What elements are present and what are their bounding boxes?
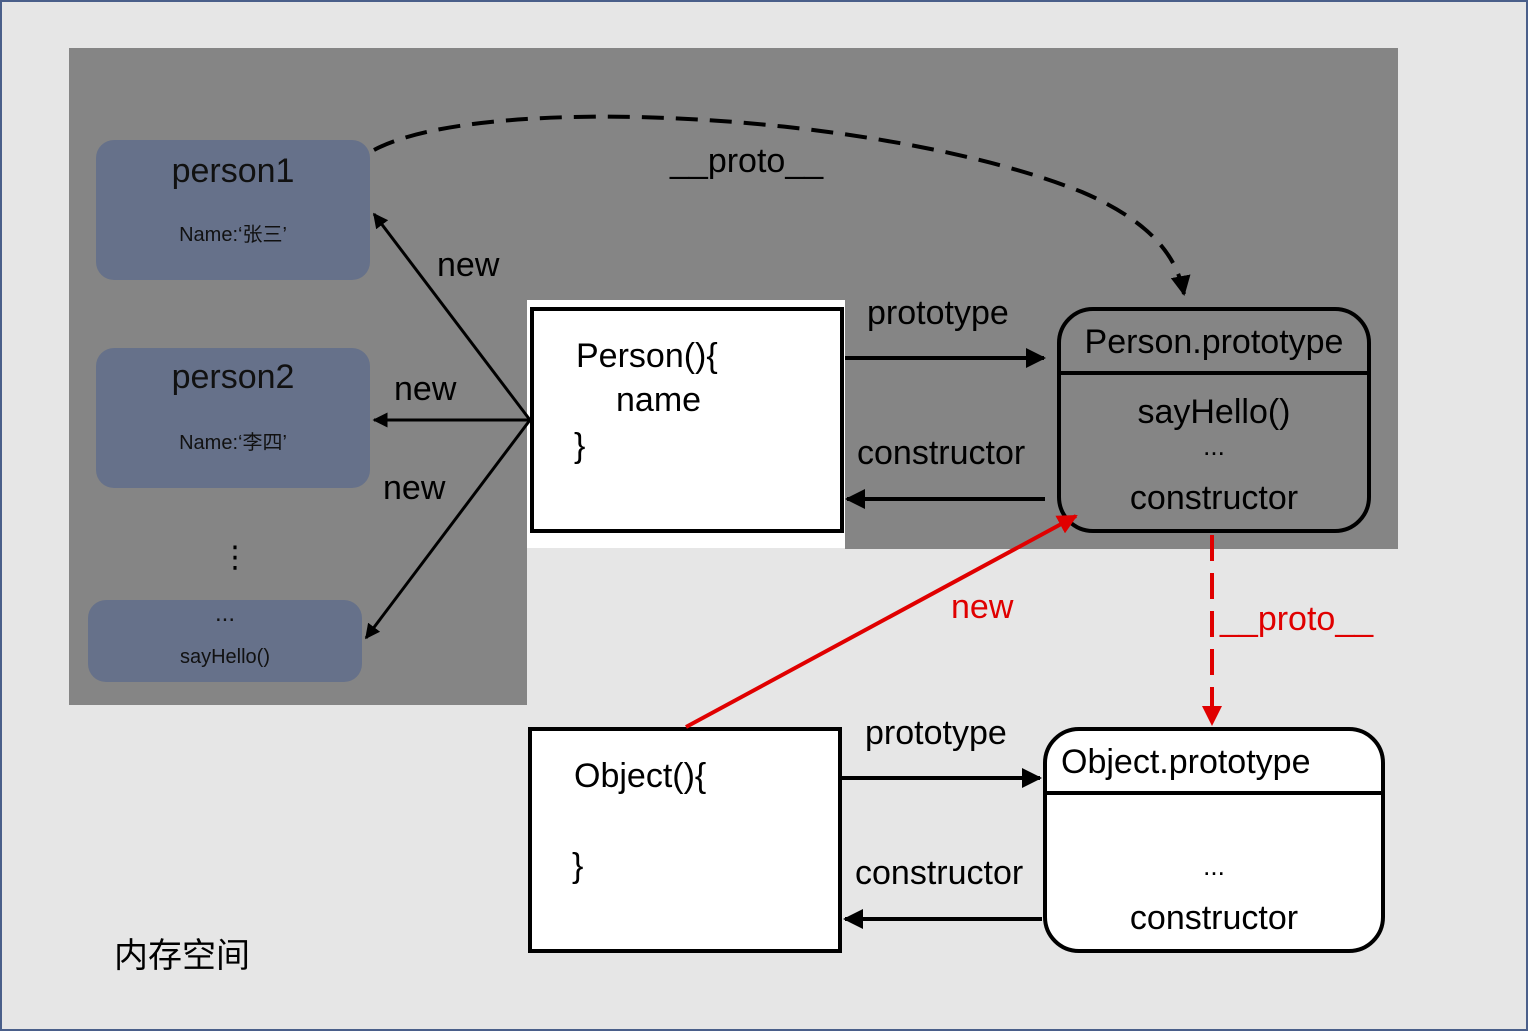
object-prototype-box: Object.prototype ... constructor xyxy=(1043,727,1385,953)
object-constructor-line1: Object(){ xyxy=(574,757,707,795)
object-constructor-line2: } xyxy=(572,847,584,885)
memory-space-label: 内存空间 xyxy=(114,937,250,975)
object-prototype-constructor: constructor xyxy=(1129,899,1299,937)
vertical-ellipsis: ⋮ xyxy=(220,541,250,574)
arrow-new-generic xyxy=(364,419,532,640)
label-new-2: new xyxy=(394,370,457,408)
arrow-new-red xyxy=(685,514,1078,729)
label-new-3: new xyxy=(383,469,446,507)
label-constructor-person: constructor xyxy=(857,434,1026,472)
instance-title: person2 xyxy=(171,358,295,396)
label-prototype-object: prototype xyxy=(865,714,1007,752)
person-constructor-line2: name xyxy=(616,381,702,419)
object-prototype-ellipsis: ... xyxy=(1203,851,1225,881)
person-prototype-method: sayHello() xyxy=(1137,393,1291,431)
instance-person2: person2 Name:‘李四’ xyxy=(96,348,370,488)
label-new-red: new xyxy=(951,588,1014,626)
instance-field: Name:‘李四’ xyxy=(179,432,287,454)
instance-ellipsis: ... xyxy=(214,600,235,627)
instance-person1: person1 Name:‘张三’ xyxy=(96,140,370,280)
person-constructor-line3: } xyxy=(574,427,586,465)
person-prototype-box: Person.prototype sayHello() ... construc… xyxy=(1057,307,1371,533)
label-prototype-person: prototype xyxy=(867,294,1009,332)
label-constructor-object: constructor xyxy=(855,854,1024,892)
object-prototype-title: Object.prototype xyxy=(1047,731,1381,795)
object-constructor-box: Object(){ } xyxy=(528,727,842,953)
person-constructor-box: Person(){ name } xyxy=(530,307,844,533)
arrow-new-person1 xyxy=(372,212,532,421)
person-prototype-title: Person.prototype xyxy=(1061,311,1367,375)
person-constructor-line1: Person(){ xyxy=(576,337,718,375)
instance-title: person1 xyxy=(171,152,295,190)
label-new-1: new xyxy=(437,246,500,284)
arrow-proto-top xyxy=(373,114,1191,296)
memory-region-top xyxy=(527,48,1398,300)
instance-generic: ... sayHello() xyxy=(88,600,362,682)
label-proto-red: __proto__ xyxy=(1220,600,1374,638)
person-prototype-ellipsis: ... xyxy=(1203,431,1225,461)
person-prototype-constructor: constructor xyxy=(1129,479,1299,517)
instance-field: Name:‘张三’ xyxy=(179,224,287,246)
label-proto-top: __proto__ xyxy=(670,142,824,180)
instance-method: sayHello() xyxy=(179,646,271,668)
